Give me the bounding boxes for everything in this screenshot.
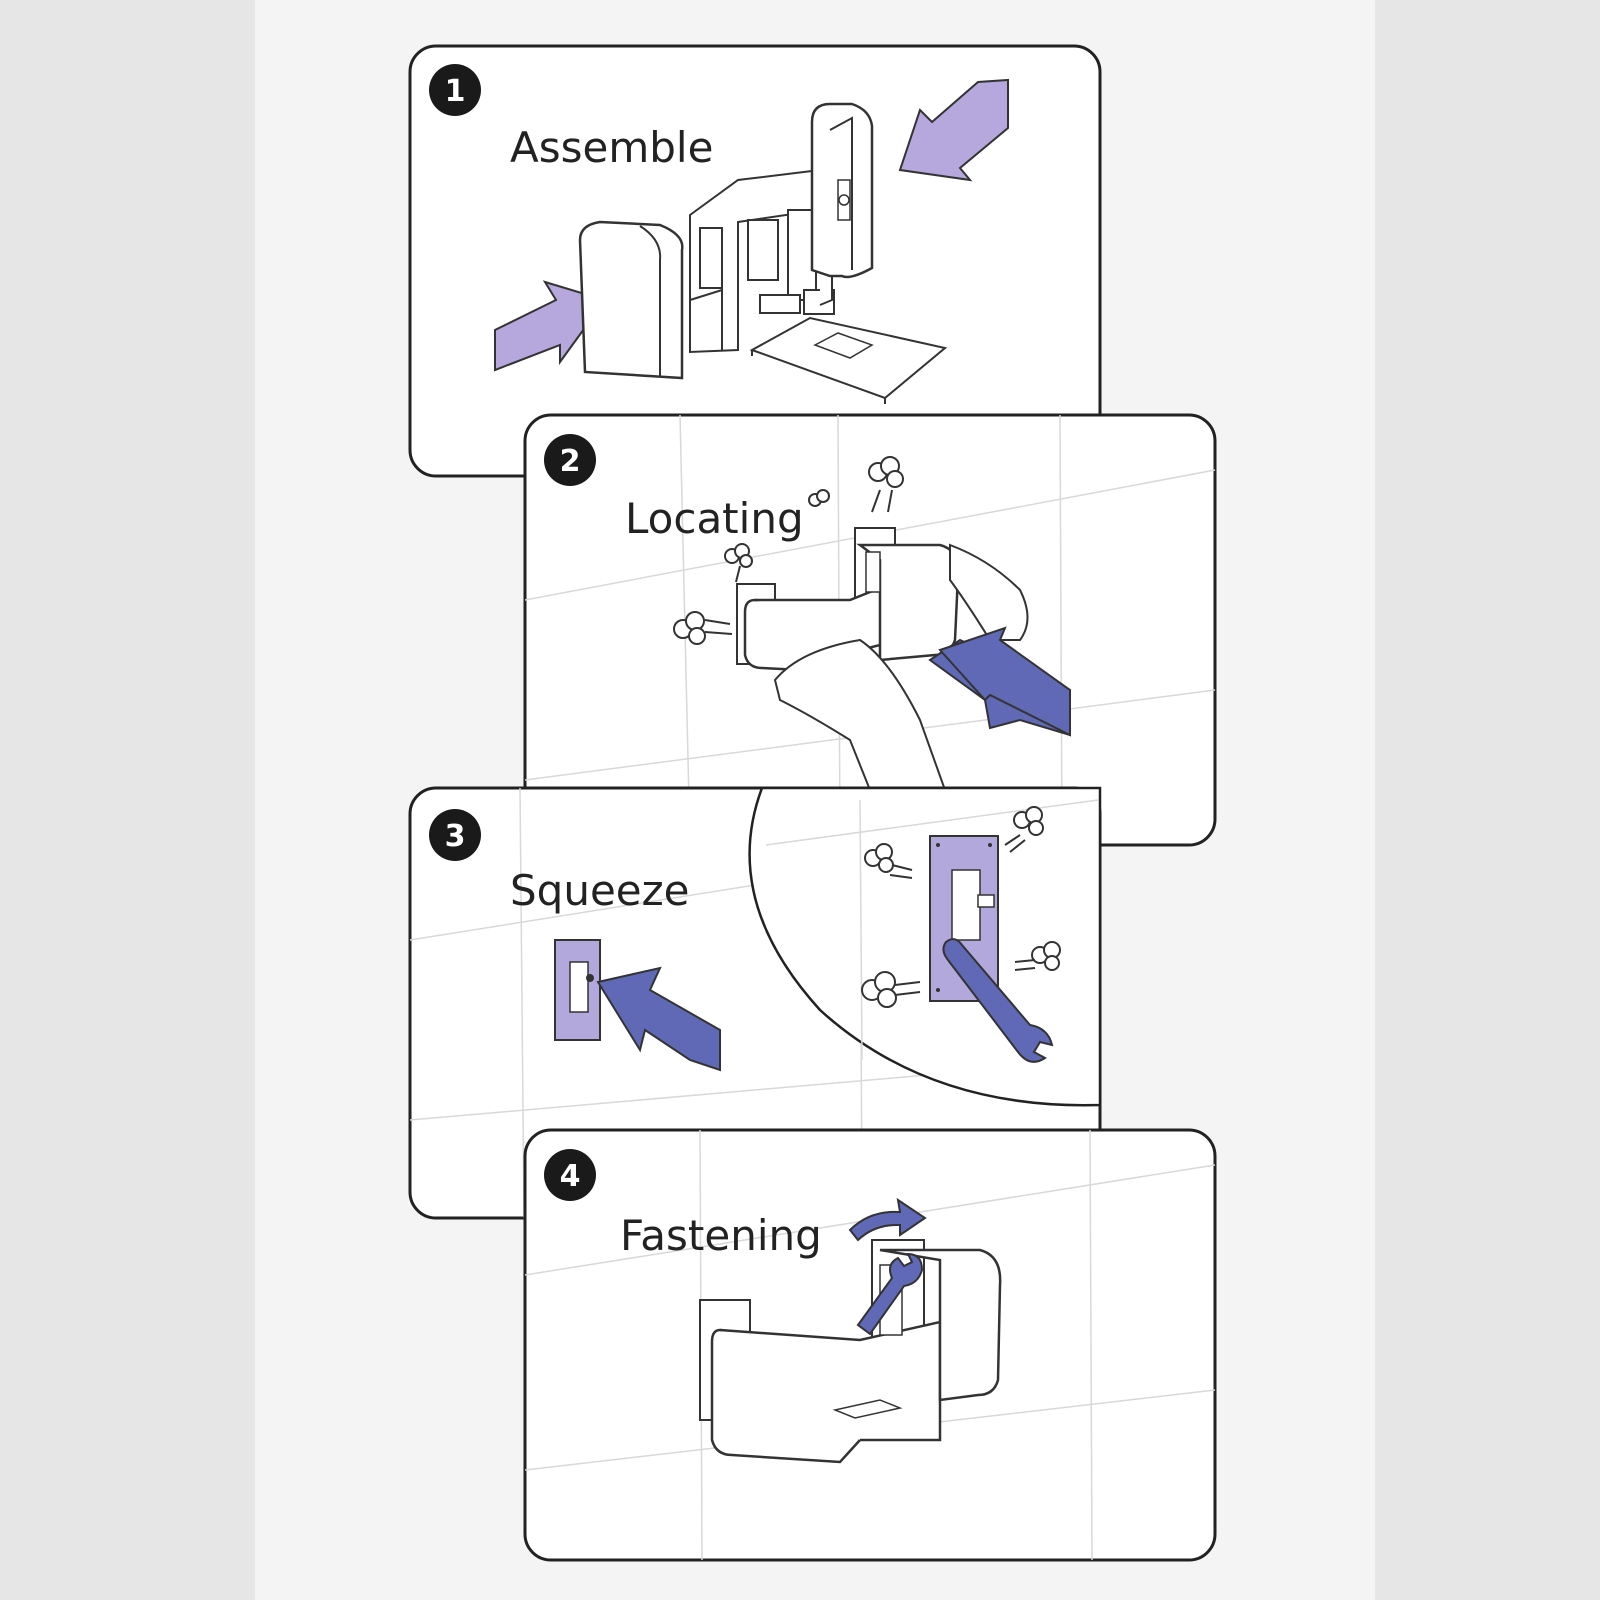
step-3-number: 3 bbox=[445, 819, 466, 854]
step-1-badge bbox=[429, 64, 481, 116]
step-4-panel: 4 Fastening bbox=[523, 1128, 1217, 1562]
left-margin bbox=[0, 0, 255, 1600]
air-puff-icon bbox=[861, 806, 1061, 1008]
step-4-number: 4 bbox=[560, 1159, 581, 1194]
hands-illustration bbox=[773, 543, 1029, 791]
step-1-label: Assemble bbox=[510, 123, 713, 172]
holder-unit bbox=[710, 1248, 1002, 1464]
step-3-label: Squeeze bbox=[510, 866, 690, 915]
step-2-label: Locating bbox=[625, 494, 804, 543]
step-1-panel: 1 Assemble bbox=[408, 44, 1102, 478]
end-cap-left bbox=[578, 220, 684, 380]
step-2-number: 2 bbox=[560, 444, 581, 479]
holder-unit bbox=[743, 543, 960, 674]
step-4-badge bbox=[544, 1149, 596, 1201]
wrench-icon bbox=[942, 938, 1054, 1063]
wrench-icon bbox=[856, 1252, 924, 1336]
right-margin bbox=[1375, 0, 1600, 1600]
step-3-badge bbox=[429, 809, 481, 861]
step-4-label: Fastening bbox=[620, 1211, 822, 1260]
step-2-badge bbox=[544, 434, 596, 486]
arrow-icon bbox=[596, 966, 721, 1072]
arrow-icon bbox=[898, 78, 1009, 182]
step-3-panel: 3 Squeeze bbox=[408, 786, 1102, 1220]
step-1-number: 1 bbox=[445, 74, 466, 109]
arrow-icon bbox=[848, 1197, 927, 1242]
air-puff-icon bbox=[673, 456, 904, 645]
step-2-panel: 2 Locating bbox=[523, 413, 1217, 847]
